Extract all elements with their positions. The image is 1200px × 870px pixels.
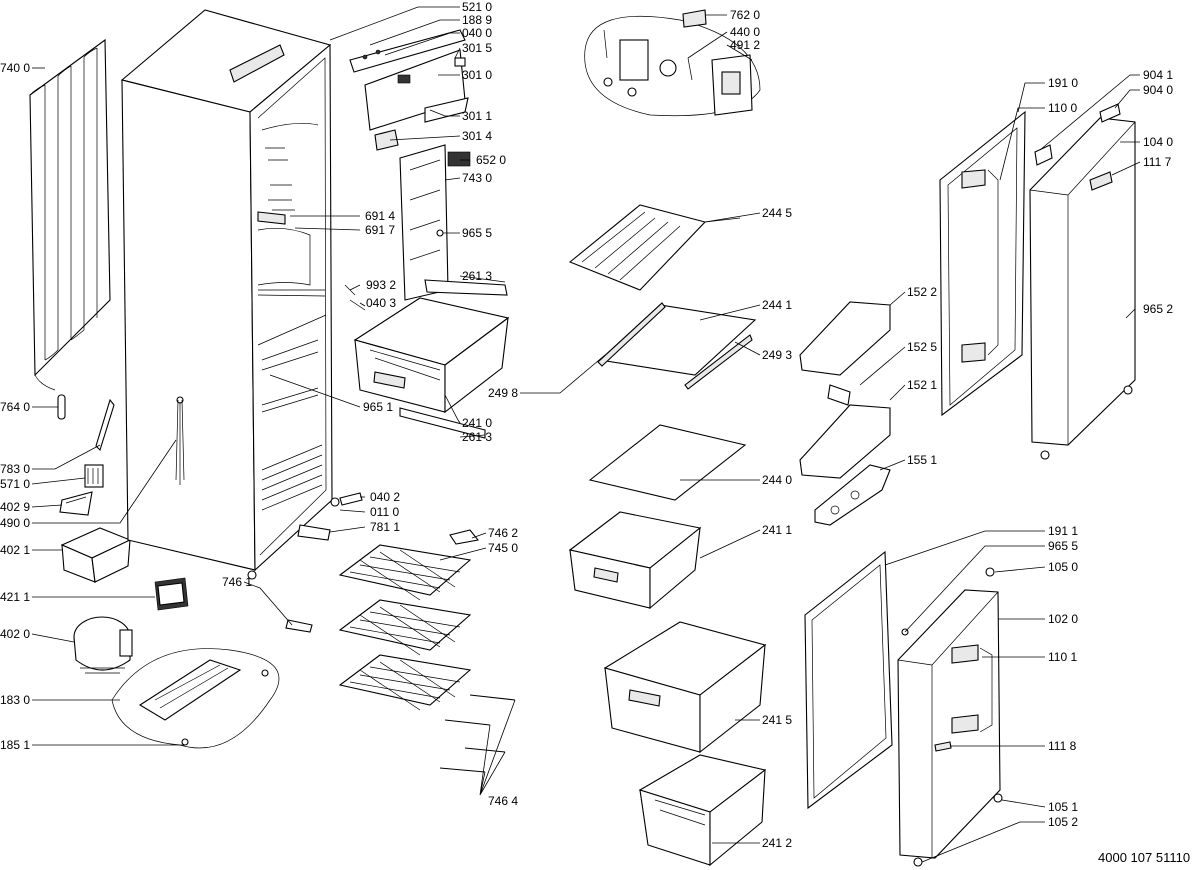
- callout-0402: 040 2: [370, 490, 400, 504]
- glass-shelf-lower: [588, 424, 747, 501]
- callout-3014: 301 4: [462, 129, 492, 143]
- crisper-drawer-upper: [568, 511, 702, 610]
- lower-door-gasket: [804, 550, 893, 810]
- lower-door: [897, 567, 1003, 867]
- callout-9932: 993 2: [366, 278, 396, 292]
- callout-1830: 183 0: [0, 693, 30, 707]
- callout-2411: 241 1: [762, 523, 792, 537]
- callout-7430: 743 0: [462, 171, 492, 185]
- callout-2613-lower: 261 3: [462, 430, 492, 444]
- callout-7811: 781 1: [370, 520, 400, 534]
- glass-shelf-upper: [597, 302, 757, 390]
- crisper-drawer-lower: [638, 754, 767, 867]
- callout-1551: 155 1: [907, 453, 937, 467]
- top-cover-parts: [344, 29, 508, 311]
- drain-tray-small: [59, 491, 93, 516]
- capillary-part: [57, 394, 66, 420]
- callout-2440: 244 0: [762, 473, 792, 487]
- callout-2441: 244 1: [762, 298, 792, 312]
- callout-2410: 241 0: [462, 416, 492, 430]
- callout-9651: 965 1: [363, 400, 393, 414]
- part-drawings: [29, 9, 1136, 867]
- callout-2493: 249 3: [762, 348, 792, 362]
- callout-1101: 110 1: [1048, 650, 1077, 664]
- callout-4029: 402 9: [0, 500, 30, 514]
- callout-1911: 191 1: [1048, 524, 1078, 538]
- callout-1118: 111 8: [1048, 739, 1077, 753]
- callout-4211: 421 1: [0, 590, 30, 604]
- callout-1040: 104 0: [1143, 135, 1173, 149]
- callout-1117: 111 7: [1143, 155, 1172, 169]
- callout-9041: 904 1: [1143, 68, 1173, 82]
- callout-0403: 040 3: [366, 296, 396, 310]
- callout-1051: 105 1: [1048, 800, 1078, 814]
- callout-1910: 191 0: [1048, 76, 1078, 90]
- callout-4900: 490 0: [0, 516, 30, 530]
- upper-door: [1029, 103, 1136, 460]
- callout-9040: 904 0: [1143, 83, 1173, 97]
- callout-1521: 152 1: [907, 378, 937, 392]
- callout-1020: 102 0: [1048, 612, 1078, 626]
- pipe-part: [95, 398, 115, 452]
- callout-3010: 301 0: [462, 68, 492, 82]
- callout-2498: 249 8: [488, 386, 518, 400]
- callout-7620: 762 0: [730, 8, 760, 22]
- control-box-part: [154, 577, 189, 611]
- document-number: 4000 107 51110: [1098, 850, 1190, 865]
- callout-9652: 965 2: [1143, 302, 1173, 316]
- callout-9655-door: 965 5: [1048, 539, 1078, 553]
- door-balconies: [799, 301, 891, 526]
- callout-3011: 301 1: [462, 109, 492, 123]
- callout-7640: 764 0: [0, 400, 30, 414]
- callout-4400: 440 0: [730, 25, 760, 39]
- callout-7464: 746 4: [488, 794, 518, 808]
- callout-6917: 691 7: [365, 223, 395, 237]
- callout-1100: 110 0: [1048, 101, 1077, 115]
- callout-1050: 105 0: [1048, 560, 1078, 574]
- compressor-plate: [111, 648, 280, 749]
- callout-0400: 040 0: [462, 26, 492, 40]
- callout-7400: 740 0: [0, 61, 30, 75]
- callout-2415: 241 5: [762, 713, 792, 727]
- leader-lines: [31, 6, 1141, 863]
- callout-4021: 402 1: [0, 543, 30, 557]
- upper-door-gasket: [939, 110, 1026, 417]
- callout-1522: 152 2: [907, 285, 937, 299]
- callout-1052: 105 2: [1048, 815, 1078, 829]
- condenser-drawing: [29, 38, 111, 391]
- callout-7830: 783 0: [0, 462, 30, 476]
- wire-shelves: [285, 492, 516, 773]
- callout-0110: 011 0: [370, 505, 399, 519]
- callout-2445: 244 5: [762, 206, 792, 220]
- callout-2613-upper: 261 3: [462, 269, 492, 283]
- callout-1525: 152 5: [907, 340, 937, 354]
- callout-7462: 746 2: [488, 526, 518, 540]
- callout-4020: 402 0: [0, 627, 30, 641]
- compressor-drawing: [73, 616, 133, 674]
- drain-tray: [60, 527, 132, 583]
- callout-2412: 241 2: [762, 836, 792, 850]
- callout-5710: 571 0: [0, 477, 30, 491]
- freezer-drawer-large: [353, 297, 510, 439]
- chiller-shelf-frame: [568, 204, 741, 291]
- callout-3015: 301 5: [462, 41, 492, 55]
- callout-6520: 652 0: [476, 153, 506, 167]
- callout-7461: 746 1: [222, 575, 252, 589]
- top-hinge-group: [584, 9, 761, 117]
- cabinet-drawing: [120, 9, 340, 580]
- crisper-drawer-middle: [603, 621, 767, 754]
- callout-9655-cabinet: 965 5: [462, 226, 492, 240]
- callout-1851: 185 1: [0, 738, 30, 752]
- callout-6914: 691 4: [365, 209, 395, 223]
- callout-7450: 745 0: [488, 541, 518, 555]
- callout-5210: 521 0: [462, 0, 492, 14]
- callout-4912: 491 2: [730, 38, 760, 52]
- relay-part: [84, 464, 104, 488]
- callout-1889: 188 9: [462, 13, 492, 27]
